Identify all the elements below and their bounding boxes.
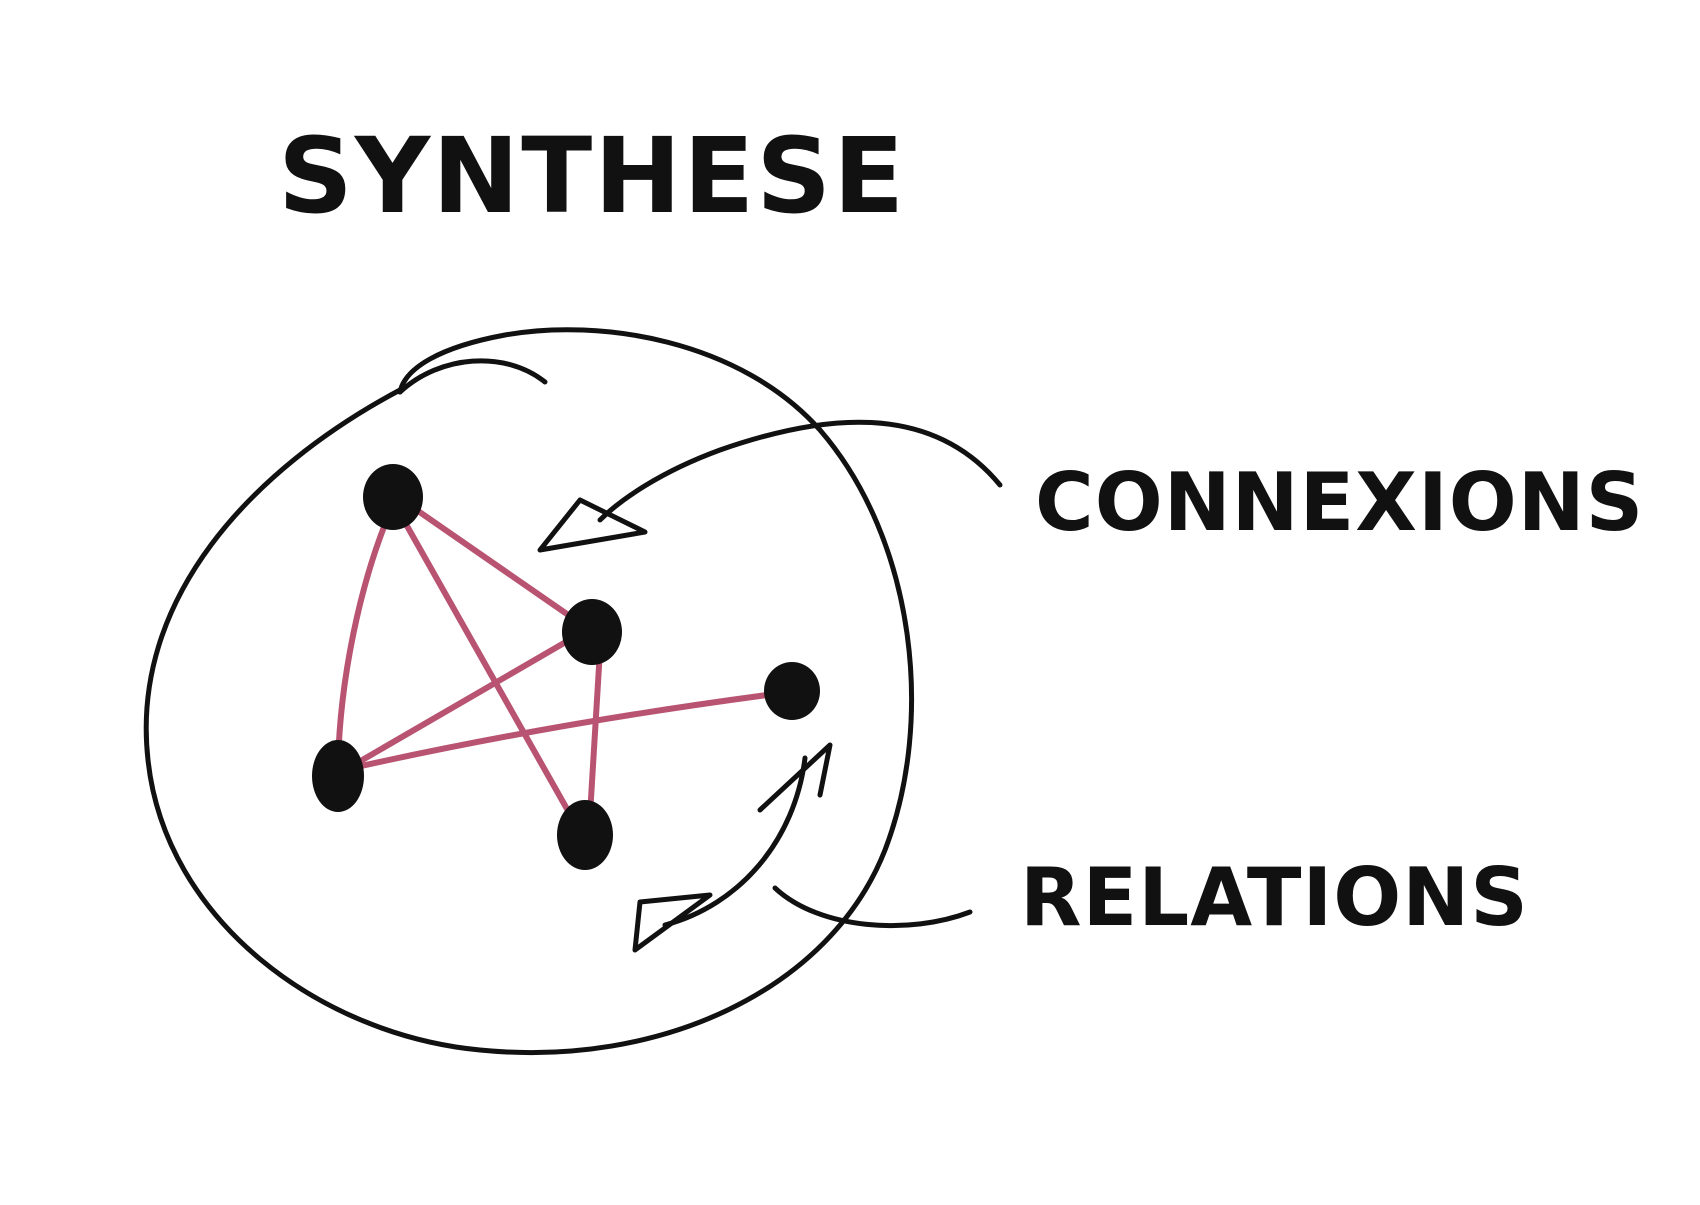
double-arrow-tail-upper	[757, 742, 833, 813]
edge-n2-n5	[587, 647, 603, 818]
outer-circle	[143, 327, 915, 1056]
edge-n4-n3	[349, 689, 793, 771]
node-n1	[363, 464, 423, 530]
title-synthese: SYNTHESE	[278, 115, 906, 237]
edge-n1-n2	[392, 492, 593, 633]
node-n2	[562, 599, 622, 665]
edge-n2-n4	[342, 629, 586, 773]
node-n3	[764, 662, 820, 720]
circle-top-stroke	[397, 358, 548, 395]
label-relations: RELATIONS	[1020, 851, 1529, 944]
relations-arrow-shaft	[772, 885, 973, 929]
node-group	[312, 464, 820, 870]
label-connexions: CONNEXIONS	[1035, 456, 1644, 549]
connexions-arrow-head	[537, 497, 648, 553]
double-arrow-curve	[662, 755, 808, 928]
edge-n1-n5	[395, 507, 583, 835]
node-n4	[312, 740, 364, 812]
connexions-arrow-shaft	[597, 419, 1003, 523]
node-n5	[557, 800, 613, 870]
double-arrow-head-lower	[632, 892, 713, 953]
edge-n1-n4	[335, 502, 396, 768]
edge-group	[335, 492, 793, 835]
